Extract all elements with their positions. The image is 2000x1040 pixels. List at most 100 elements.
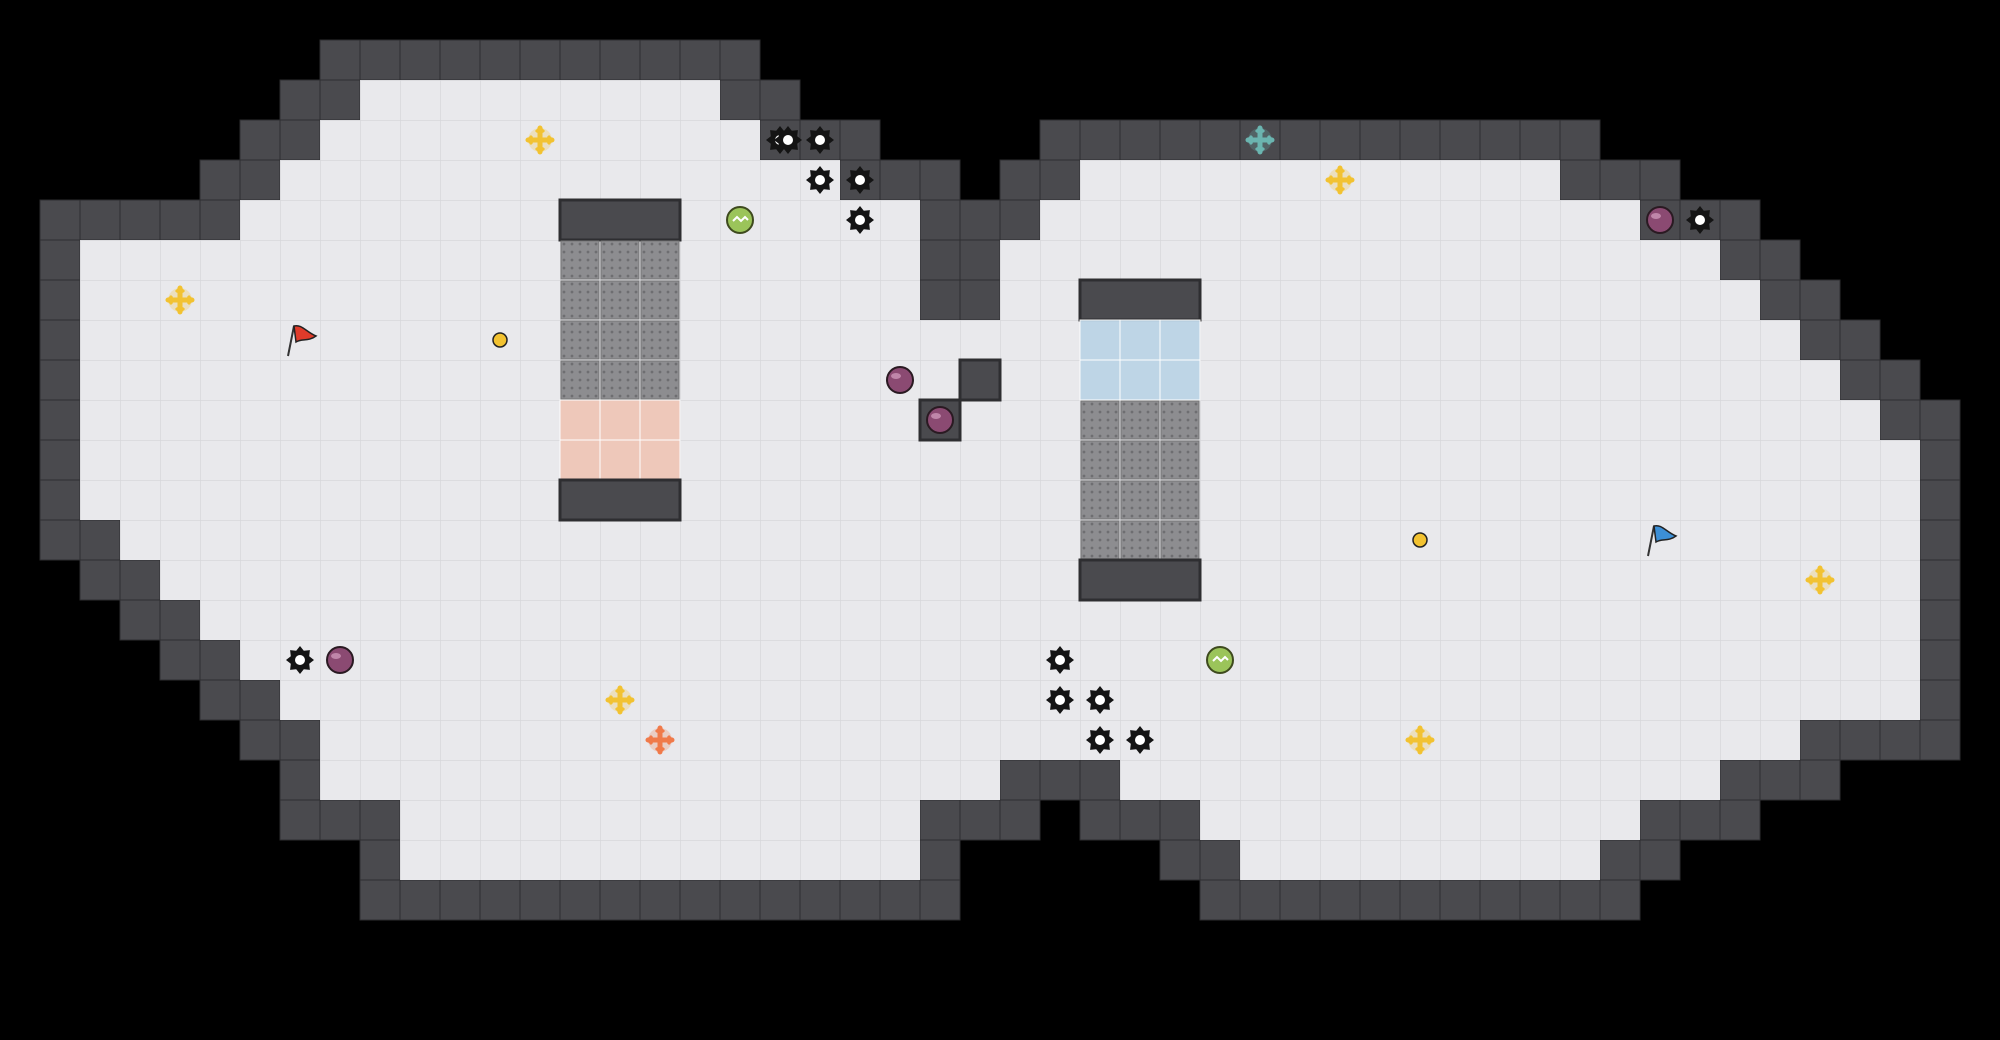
wall-tile	[1719, 199, 1761, 241]
wall-tile	[1639, 159, 1681, 201]
floor-tile	[480, 360, 520, 400]
wall-tile	[1919, 439, 1961, 481]
floor-tile	[440, 440, 480, 480]
floor-tile	[1800, 440, 1840, 480]
floor-tile	[240, 320, 280, 360]
floor-tile	[360, 760, 400, 800]
floor-tile	[80, 360, 120, 400]
floor-tile	[1240, 320, 1280, 360]
blue-zone-tile	[1079, 359, 1121, 401]
floor-tile	[760, 680, 800, 720]
wall-tile	[1919, 479, 1961, 521]
wall-tile	[919, 159, 961, 201]
floor-tile	[800, 240, 840, 280]
wall-tile	[999, 199, 1041, 241]
bomb-icon	[926, 406, 954, 434]
wall-tile	[719, 79, 761, 121]
floor-tile	[360, 680, 400, 720]
wall-tile	[1919, 719, 1961, 761]
floor-tile	[1320, 360, 1360, 400]
floor-tile	[1200, 320, 1240, 360]
floor-tile	[640, 120, 680, 160]
gate-tile	[1080, 520, 1120, 560]
floor-tile	[520, 800, 560, 840]
floor-tile	[320, 240, 360, 280]
floor-tile	[880, 200, 920, 240]
floor-tile	[1320, 320, 1360, 360]
floor-tile	[1040, 320, 1080, 360]
wall-tile	[1639, 839, 1681, 881]
wall-tile	[1919, 519, 1961, 561]
wall-tile	[1199, 879, 1241, 921]
floor-tile	[720, 520, 760, 560]
wall-tile	[999, 759, 1041, 801]
floor-tile	[1040, 280, 1080, 320]
floor-tile	[400, 240, 440, 280]
floor-tile	[1480, 680, 1520, 720]
floor-tile	[760, 840, 800, 880]
wall-tile	[519, 39, 561, 81]
wall-tile	[1679, 799, 1721, 841]
floor-tile	[1320, 560, 1360, 600]
floor-tile	[1160, 160, 1200, 200]
wall-tile	[119, 199, 161, 241]
wall-tile	[799, 879, 841, 921]
wall-tile	[479, 39, 521, 81]
floor-tile	[1320, 720, 1360, 760]
floor-tile	[520, 640, 560, 680]
floor-tile	[920, 480, 960, 520]
floor-tile	[1280, 840, 1320, 880]
floor-tile	[1000, 600, 1040, 640]
floor-tile	[840, 680, 880, 720]
wall-tile	[39, 399, 81, 441]
floor-tile	[1800, 480, 1840, 520]
floor-tile	[1800, 360, 1840, 400]
floor-tile	[520, 320, 560, 360]
spike-icon	[1086, 726, 1114, 754]
floor-tile	[1800, 640, 1840, 680]
floor-tile	[1320, 400, 1360, 440]
floor-tile	[1200, 360, 1240, 400]
floor-tile	[880, 320, 920, 360]
gate-tile	[600, 320, 640, 360]
blue-zone-tile	[1159, 319, 1201, 361]
floor-tile	[520, 160, 560, 200]
floor-tile	[1600, 280, 1640, 320]
wall-tile	[1319, 119, 1361, 161]
floor-tile	[1480, 320, 1520, 360]
wall-tile	[119, 559, 161, 601]
floor-tile	[600, 560, 640, 600]
floor-tile	[400, 840, 440, 880]
blue-zone-tile	[1079, 319, 1121, 361]
floor-tile	[520, 200, 560, 240]
floor-tile	[1240, 280, 1280, 320]
floor-tile	[1400, 480, 1440, 520]
floor-tile	[1680, 680, 1720, 720]
wall-tile	[559, 39, 601, 81]
gate-tile	[600, 280, 640, 320]
floor-tile	[800, 720, 840, 760]
floor-tile	[1680, 280, 1720, 320]
wall-tile	[1919, 399, 1961, 441]
wall-tile	[959, 799, 1001, 841]
floor-tile	[840, 560, 880, 600]
floor-tile	[1280, 600, 1320, 640]
floor-tile	[1640, 320, 1680, 360]
floor-tile	[1480, 400, 1520, 440]
floor-tile	[1760, 400, 1800, 440]
floor-tile	[1400, 680, 1440, 720]
wall-tile	[1839, 319, 1881, 361]
floor-tile	[720, 240, 760, 280]
floor-tile	[1600, 800, 1640, 840]
floor-tile	[1480, 520, 1520, 560]
floor-tile	[1320, 520, 1360, 560]
floor-tile	[520, 440, 560, 480]
floor-tile	[960, 440, 1000, 480]
floor-tile	[840, 280, 880, 320]
floor-tile	[400, 760, 440, 800]
floor-tile	[320, 480, 360, 520]
floor-tile	[120, 480, 160, 520]
floor-tile	[640, 80, 680, 120]
